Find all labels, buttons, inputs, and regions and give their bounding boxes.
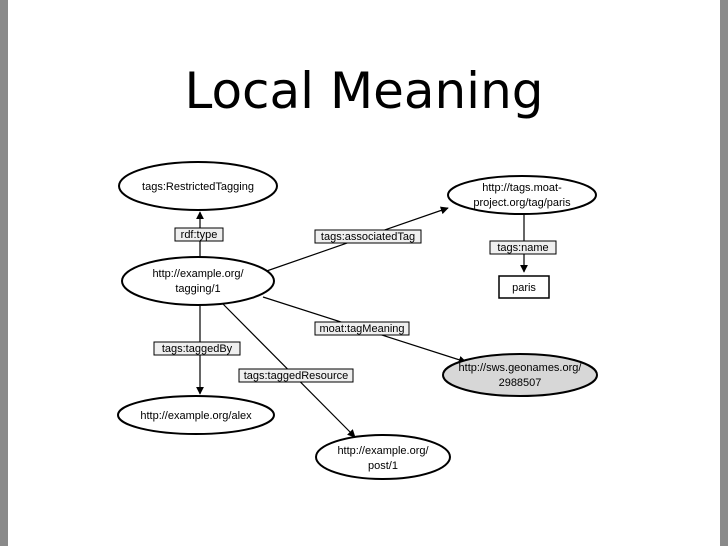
slide: Local Meaning tags:RestrictedTagging htt… <box>8 0 720 546</box>
node-post: http://example.org/ post/1 <box>315 434 451 480</box>
svg-text:http://example.org/alex: http://example.org/alex <box>140 410 252 422</box>
svg-text:http://example.org/: http://example.org/ <box>337 445 429 457</box>
label-tag-meaning: moat:tagMeaning <box>314 321 410 336</box>
svg-text:http://example.org/: http://example.org/ <box>152 268 244 280</box>
svg-text:tagging/1: tagging/1 <box>175 283 220 295</box>
svg-text:tags:RestrictedTagging: tags:RestrictedTagging <box>142 181 254 193</box>
svg-text:tags:name: tags:name <box>497 242 548 254</box>
label-rdf-type: rdf:type <box>174 227 224 242</box>
node-tagging: http://example.org/ tagging/1 <box>121 256 275 306</box>
svg-text:post/1: post/1 <box>368 460 398 472</box>
label-tagged-resource: tags:taggedResource <box>238 368 354 383</box>
slide-title: Local Meaning <box>184 62 543 120</box>
label-associated-tag: tags:associatedTag <box>314 229 422 244</box>
svg-text:tags:associatedTag: tags:associatedTag <box>321 231 415 243</box>
svg-text:2988507: 2988507 <box>499 377 542 389</box>
svg-text:paris: paris <box>512 282 536 294</box>
literal-paris: paris <box>498 275 550 299</box>
node-paris-tag: http://tags.moat- project.org/tag/paris <box>447 175 597 215</box>
rdf-diagram: Local Meaning tags:RestrictedTagging htt… <box>117 62 598 480</box>
svg-text:tags:taggedResource: tags:taggedResource <box>244 370 349 382</box>
label-tag-name: tags:name <box>489 240 557 255</box>
label-tagged-by: tags:taggedBy <box>153 341 241 356</box>
svg-text:rdf:type: rdf:type <box>181 229 218 241</box>
node-restricted-tagging: tags:RestrictedTagging <box>118 161 278 211</box>
svg-text:project.org/tag/paris: project.org/tag/paris <box>473 197 571 209</box>
svg-text:moat:tagMeaning: moat:tagMeaning <box>320 323 405 335</box>
svg-text:http://sws.geonames.org/: http://sws.geonames.org/ <box>459 362 583 374</box>
node-alex: http://example.org/alex <box>117 395 275 435</box>
svg-text:tags:taggedBy: tags:taggedBy <box>162 343 233 355</box>
svg-text:http://tags.moat-: http://tags.moat- <box>482 182 562 194</box>
node-geonames: http://sws.geonames.org/ 2988507 <box>442 353 598 397</box>
